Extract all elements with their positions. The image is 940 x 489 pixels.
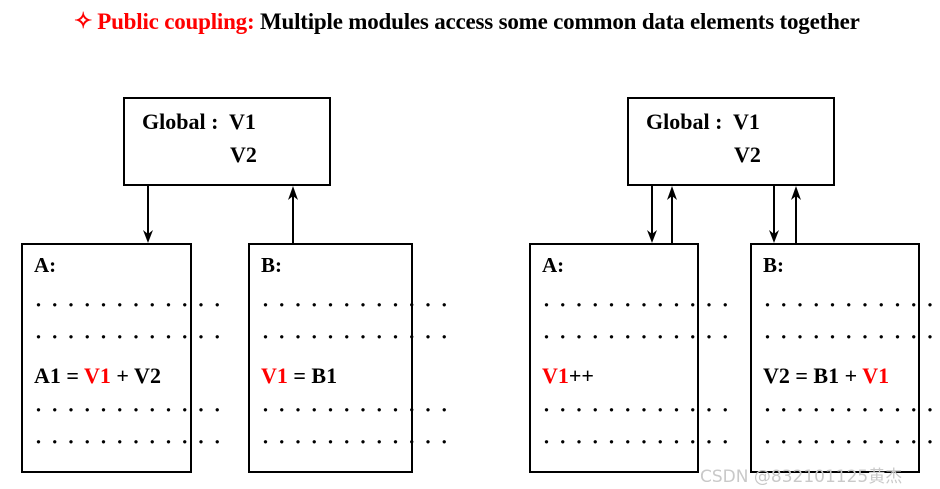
- module-dots-line: · · · · · · · · · · · ·: [35, 293, 223, 317]
- global-box-right: Global : V1 V2: [627, 97, 835, 186]
- code-token: ++: [568, 363, 594, 388]
- code-token: V1: [862, 363, 890, 388]
- page-title-description: Multiple modules access some common data…: [254, 9, 860, 34]
- code-token: V1: [84, 363, 111, 388]
- module-dots-line: · · · · · · · · · · · ·: [35, 325, 223, 349]
- module-dots-line: · · · · · · · · · · · ·: [543, 293, 731, 317]
- module-label: B:: [763, 253, 784, 277]
- arrow-global-to-a-left: [143, 186, 153, 243]
- module-dots-line: · · · · · · · · · · · ·: [35, 398, 223, 422]
- arrow-b-to-global-right: [791, 186, 801, 244]
- module-dots-line: · · · · · · · · · · · ·: [35, 430, 223, 454]
- csdn-watermark: CSDN @832101125黄杰: [700, 467, 903, 487]
- module-dots-line: · · · · · · · · · · · ·: [764, 430, 940, 454]
- module-dots-line: · · · · · · · · · · · ·: [543, 398, 731, 422]
- module-code-line: A1 = V1 + V2: [34, 363, 161, 389]
- module-code-line: V2 = B1 + V1: [763, 363, 889, 389]
- code-token: V1: [261, 363, 288, 388]
- module-box-b-right: B: · · · · · · · · · · · · · · · · · · ·…: [750, 243, 934, 473]
- module-dots-line: · · · · · · · · · · · ·: [262, 293, 450, 317]
- global-variable-line-2: V2: [734, 142, 761, 167]
- module-dots-line: · · · · · · · · · · · ·: [262, 325, 450, 349]
- module-box-a-right: A: · · · · · · · · · · · · · · · · · · ·…: [529, 243, 729, 473]
- code-token: + V2: [110, 363, 161, 388]
- module-dots-line: · · · · · · · · · · · ·: [262, 398, 450, 422]
- global-variable-line-1: Global : V1: [646, 109, 760, 134]
- arrow-a-to-global-right: [667, 186, 677, 244]
- code-token: V1: [542, 363, 569, 388]
- module-dots-line: · · · · · · · · · · · ·: [764, 293, 940, 317]
- code-token: A1 =: [34, 363, 85, 388]
- global-variable-line-1: Global : V1: [142, 109, 256, 134]
- module-code-line: V1++: [542, 363, 594, 389]
- module-box-a-left: A: · · · · · · · · · · · · · · · · · · ·…: [21, 243, 221, 473]
- arrow-global-to-a-right: [647, 186, 657, 243]
- module-label: A:: [34, 253, 57, 277]
- module-dots-line: · · · · · · · · · · · ·: [764, 325, 940, 349]
- arrow-b-to-global-left: [288, 186, 298, 244]
- module-dots-line: · · · · · · · · · · · ·: [543, 430, 731, 454]
- arrow-global-to-b-right: [769, 186, 779, 243]
- global-box-left: Global : V1 V2: [123, 97, 331, 186]
- module-dots-line: · · · · · · · · · · · ·: [262, 430, 450, 454]
- module-code-line: V1 = B1: [261, 363, 337, 389]
- code-token: = B1: [287, 363, 338, 388]
- code-token: V2 = B1 +: [763, 363, 863, 388]
- page-title: ✧Public coupling: Multiple modules acces…: [74, 4, 874, 39]
- diamond-star-icon: ✧: [74, 8, 93, 33]
- module-box-b-left: B: · · · · · · · · · · · · · · · · · · ·…: [248, 243, 448, 473]
- module-dots-line: · · · · · · · · · · · ·: [543, 325, 731, 349]
- page-title-term: Public coupling:: [97, 9, 255, 34]
- module-dots-line: · · · · · · · · · · · ·: [764, 398, 940, 422]
- global-variable-line-2: V2: [230, 142, 257, 167]
- module-label: A:: [542, 253, 565, 277]
- module-label: B:: [261, 253, 282, 277]
